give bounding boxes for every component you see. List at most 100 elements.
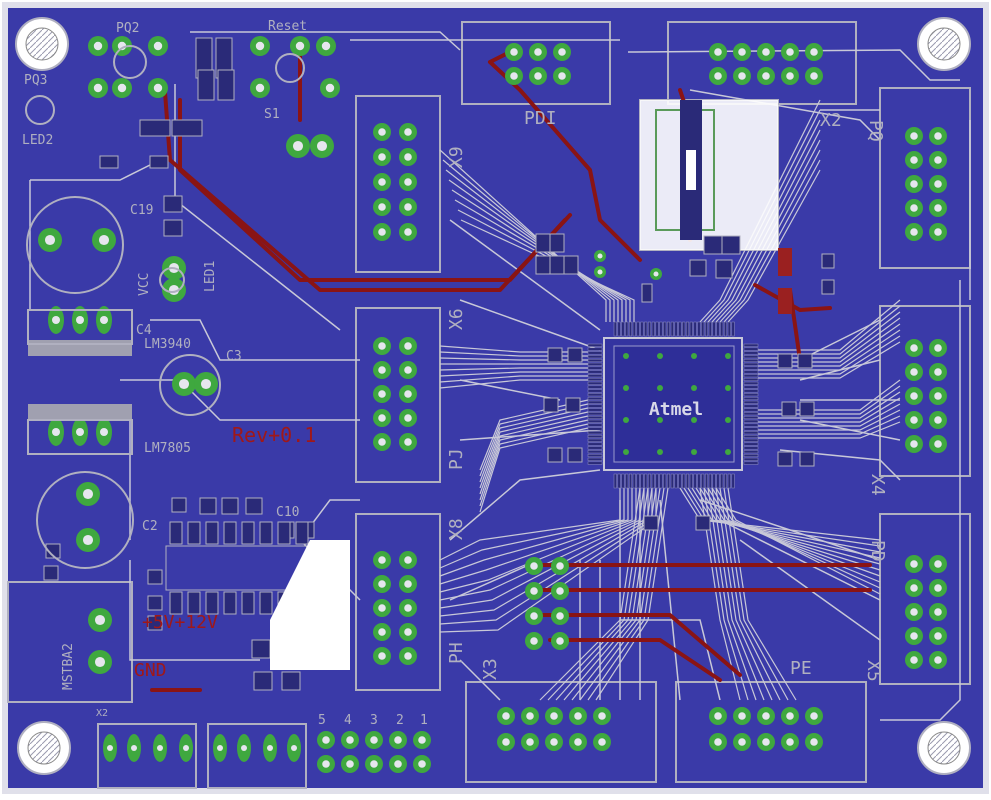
pth-pad	[112, 78, 132, 98]
mcu-pin	[587, 419, 603, 423]
mcu-pin	[613, 321, 617, 337]
signal-trace	[758, 335, 901, 375]
mcu-pin	[644, 321, 648, 337]
pth-pad	[399, 173, 417, 191]
mcu-pin	[743, 381, 759, 385]
pth-pad	[76, 528, 100, 552]
pth-pad	[529, 43, 547, 61]
pth-pad	[593, 707, 611, 725]
label-led2: LED2	[22, 133, 53, 148]
rev-label: Rev+0.1	[232, 423, 316, 447]
smd-pad	[139, 119, 171, 137]
terminal-drill	[291, 745, 297, 751]
smd-pad	[567, 447, 583, 463]
regulator-drill	[100, 428, 108, 436]
mcu-pin	[587, 412, 603, 416]
pth-pad	[733, 67, 751, 85]
mcu-pin	[731, 473, 735, 489]
mcu-pin	[651, 321, 655, 337]
smd-pad	[171, 497, 187, 513]
signal-trace	[758, 403, 901, 427]
mcu-pin	[655, 321, 659, 337]
mcu-pin	[689, 321, 693, 337]
signal-trace	[711, 487, 765, 701]
mcu-pin	[587, 366, 603, 370]
mcu-pin	[663, 473, 667, 489]
mcu-pin	[743, 450, 759, 454]
pth-pad	[373, 148, 391, 166]
pth-pad	[905, 339, 923, 357]
pth-pad	[781, 707, 799, 725]
pth-pad	[148, 78, 168, 98]
mcu-pin	[655, 473, 659, 489]
mcu-pin	[727, 473, 731, 489]
smd-pad	[251, 639, 271, 659]
pth-pad	[781, 67, 799, 85]
label-x2-bottom: X2	[96, 708, 108, 719]
pth-pad	[929, 127, 947, 145]
ic-pin	[259, 521, 273, 545]
smd-pad	[163, 219, 183, 237]
signal-trace	[699, 99, 821, 323]
label-x9: X9	[446, 146, 467, 168]
pth-pad	[112, 36, 132, 56]
pth-pad	[545, 707, 563, 725]
signal-trace	[479, 419, 589, 501]
pth-pad	[929, 199, 947, 217]
pth-pad	[521, 707, 539, 725]
mcu-pin	[743, 408, 759, 412]
mcu-pin	[659, 321, 663, 337]
pth-pad	[341, 755, 359, 773]
mcu-pin	[743, 377, 759, 382]
pth-pad	[805, 733, 823, 751]
signal-trace	[439, 379, 588, 389]
pth-pad	[373, 223, 391, 241]
ic-pin	[241, 591, 255, 615]
pth-pad	[733, 707, 751, 725]
mounting-hole-drill	[927, 27, 961, 61]
signal-trace	[579, 487, 661, 701]
signal-trace	[723, 487, 789, 701]
mcu-pin	[587, 370, 603, 374]
smd-pad	[147, 569, 163, 585]
signal-trace	[758, 421, 901, 439]
pth-pad	[521, 733, 539, 751]
regulator-drill	[52, 428, 60, 436]
pth-pad	[373, 433, 391, 451]
mcu-pin	[701, 473, 705, 489]
mcu-pin	[708, 473, 712, 489]
label-c4: C4	[136, 323, 152, 338]
smd-pad	[715, 259, 733, 279]
thermal-via	[657, 417, 663, 423]
pth-pad	[505, 43, 523, 61]
mcu-pin	[659, 473, 663, 489]
ic-pin	[241, 521, 255, 545]
connector-outlines	[7, 21, 971, 789]
smd-pad	[797, 353, 813, 369]
smd-pad	[245, 497, 263, 515]
smd-components	[43, 37, 835, 691]
ic-pin	[205, 521, 219, 545]
mcu-pin	[723, 321, 728, 337]
label-mstba2: MSTBA2	[61, 643, 76, 690]
silkscreen-labels: PQ2 PQ3 Reset LED2 S1 C19 VCC LED1 C4 LM…	[22, 19, 888, 728]
mcu-pin	[720, 321, 724, 337]
terminal-drill	[157, 745, 163, 751]
mcu-pin	[625, 321, 629, 337]
pth-pad	[929, 151, 947, 169]
thermal-via	[725, 449, 731, 455]
terminal-drill	[107, 745, 113, 751]
mcu-pin	[743, 419, 759, 423]
mcu-pin	[697, 321, 701, 337]
mcu-pin	[587, 351, 603, 355]
pth-pad	[569, 707, 587, 725]
smd-pad	[547, 447, 563, 463]
mcu-pin	[708, 321, 712, 337]
pth-pad	[317, 755, 335, 773]
mcu-pin	[743, 442, 759, 446]
pth-pad	[905, 555, 923, 573]
signal-trace	[758, 329, 901, 371]
mcu-pin	[743, 355, 759, 359]
mcu-pin	[587, 446, 603, 450]
thermal-via	[623, 385, 629, 391]
